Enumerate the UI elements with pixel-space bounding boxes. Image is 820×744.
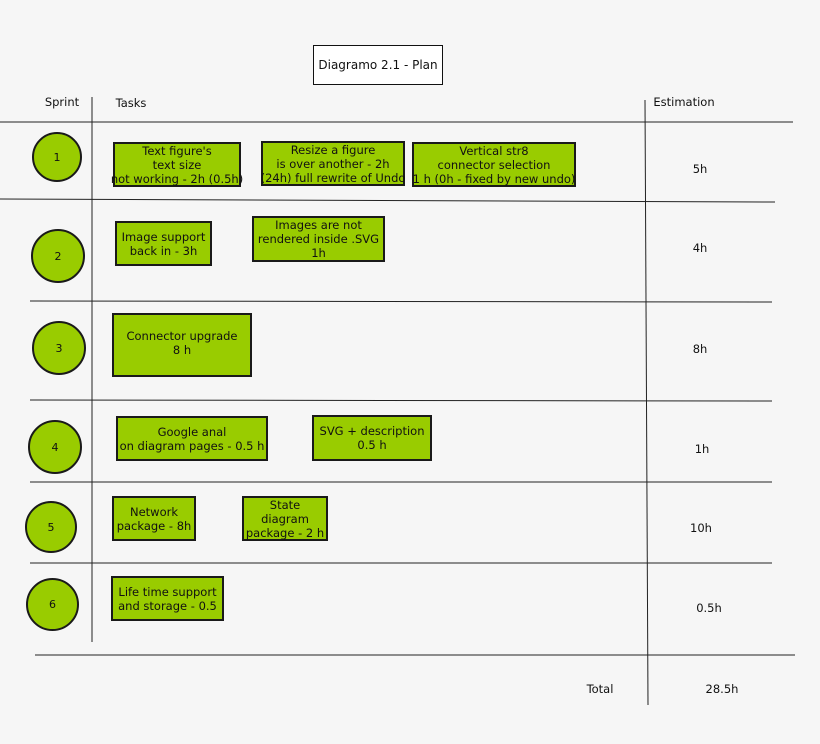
sprint-circle-1: 1 bbox=[32, 132, 82, 182]
estimation-3: 8h bbox=[692, 342, 708, 356]
task-box: Google anal on diagram pages - 0.5 h bbox=[116, 416, 268, 461]
sprint-circle-4: 4 bbox=[28, 420, 82, 474]
header-sprint: Sprint bbox=[44, 95, 80, 109]
task-box: Image support back in - 3h bbox=[115, 221, 212, 266]
task-box: Images are not rendered inside .SVG 1h bbox=[252, 216, 385, 262]
header-estimation: Estimation bbox=[653, 95, 715, 109]
header-tasks: Tasks bbox=[115, 96, 147, 110]
task-box: State diagram package - 2 h bbox=[242, 496, 328, 541]
row-divider bbox=[29, 399, 773, 402]
row-divider bbox=[0, 198, 776, 203]
total-label: Total bbox=[586, 682, 614, 696]
task-box: Vertical str8 connector selection 1 h (0… bbox=[412, 142, 576, 187]
estimation-2: 4h bbox=[692, 241, 708, 255]
sprint-circle-5: 5 bbox=[25, 501, 77, 553]
sprint-circle-6: 6 bbox=[26, 578, 79, 631]
total-value: 28.5h bbox=[705, 682, 739, 696]
sprint-circle-2: 2 bbox=[31, 229, 85, 283]
sprint-circle-3: 3 bbox=[32, 321, 86, 375]
diagram-title: Diagramo 2.1 - Plan bbox=[313, 45, 443, 85]
task-box: Network package - 8h bbox=[112, 496, 196, 541]
estimation-5: 10h bbox=[690, 521, 712, 535]
estimation-4: 1h bbox=[694, 442, 710, 456]
task-box: Text figure's text size not working - 2h… bbox=[110, 142, 244, 187]
task-box: Resize a figure is over another - 2h (24… bbox=[260, 141, 406, 186]
estimation-column-divider bbox=[644, 99, 649, 706]
task-box: Life time support and storage - 0.5 bbox=[111, 576, 224, 621]
row-divider bbox=[29, 300, 773, 303]
task-box: SVG + description 0.5 h bbox=[312, 415, 432, 461]
estimation-1: 5h bbox=[692, 162, 708, 176]
task-box: Connector upgrade 8 h bbox=[112, 313, 252, 377]
estimation-6: 0.5h bbox=[696, 601, 722, 615]
